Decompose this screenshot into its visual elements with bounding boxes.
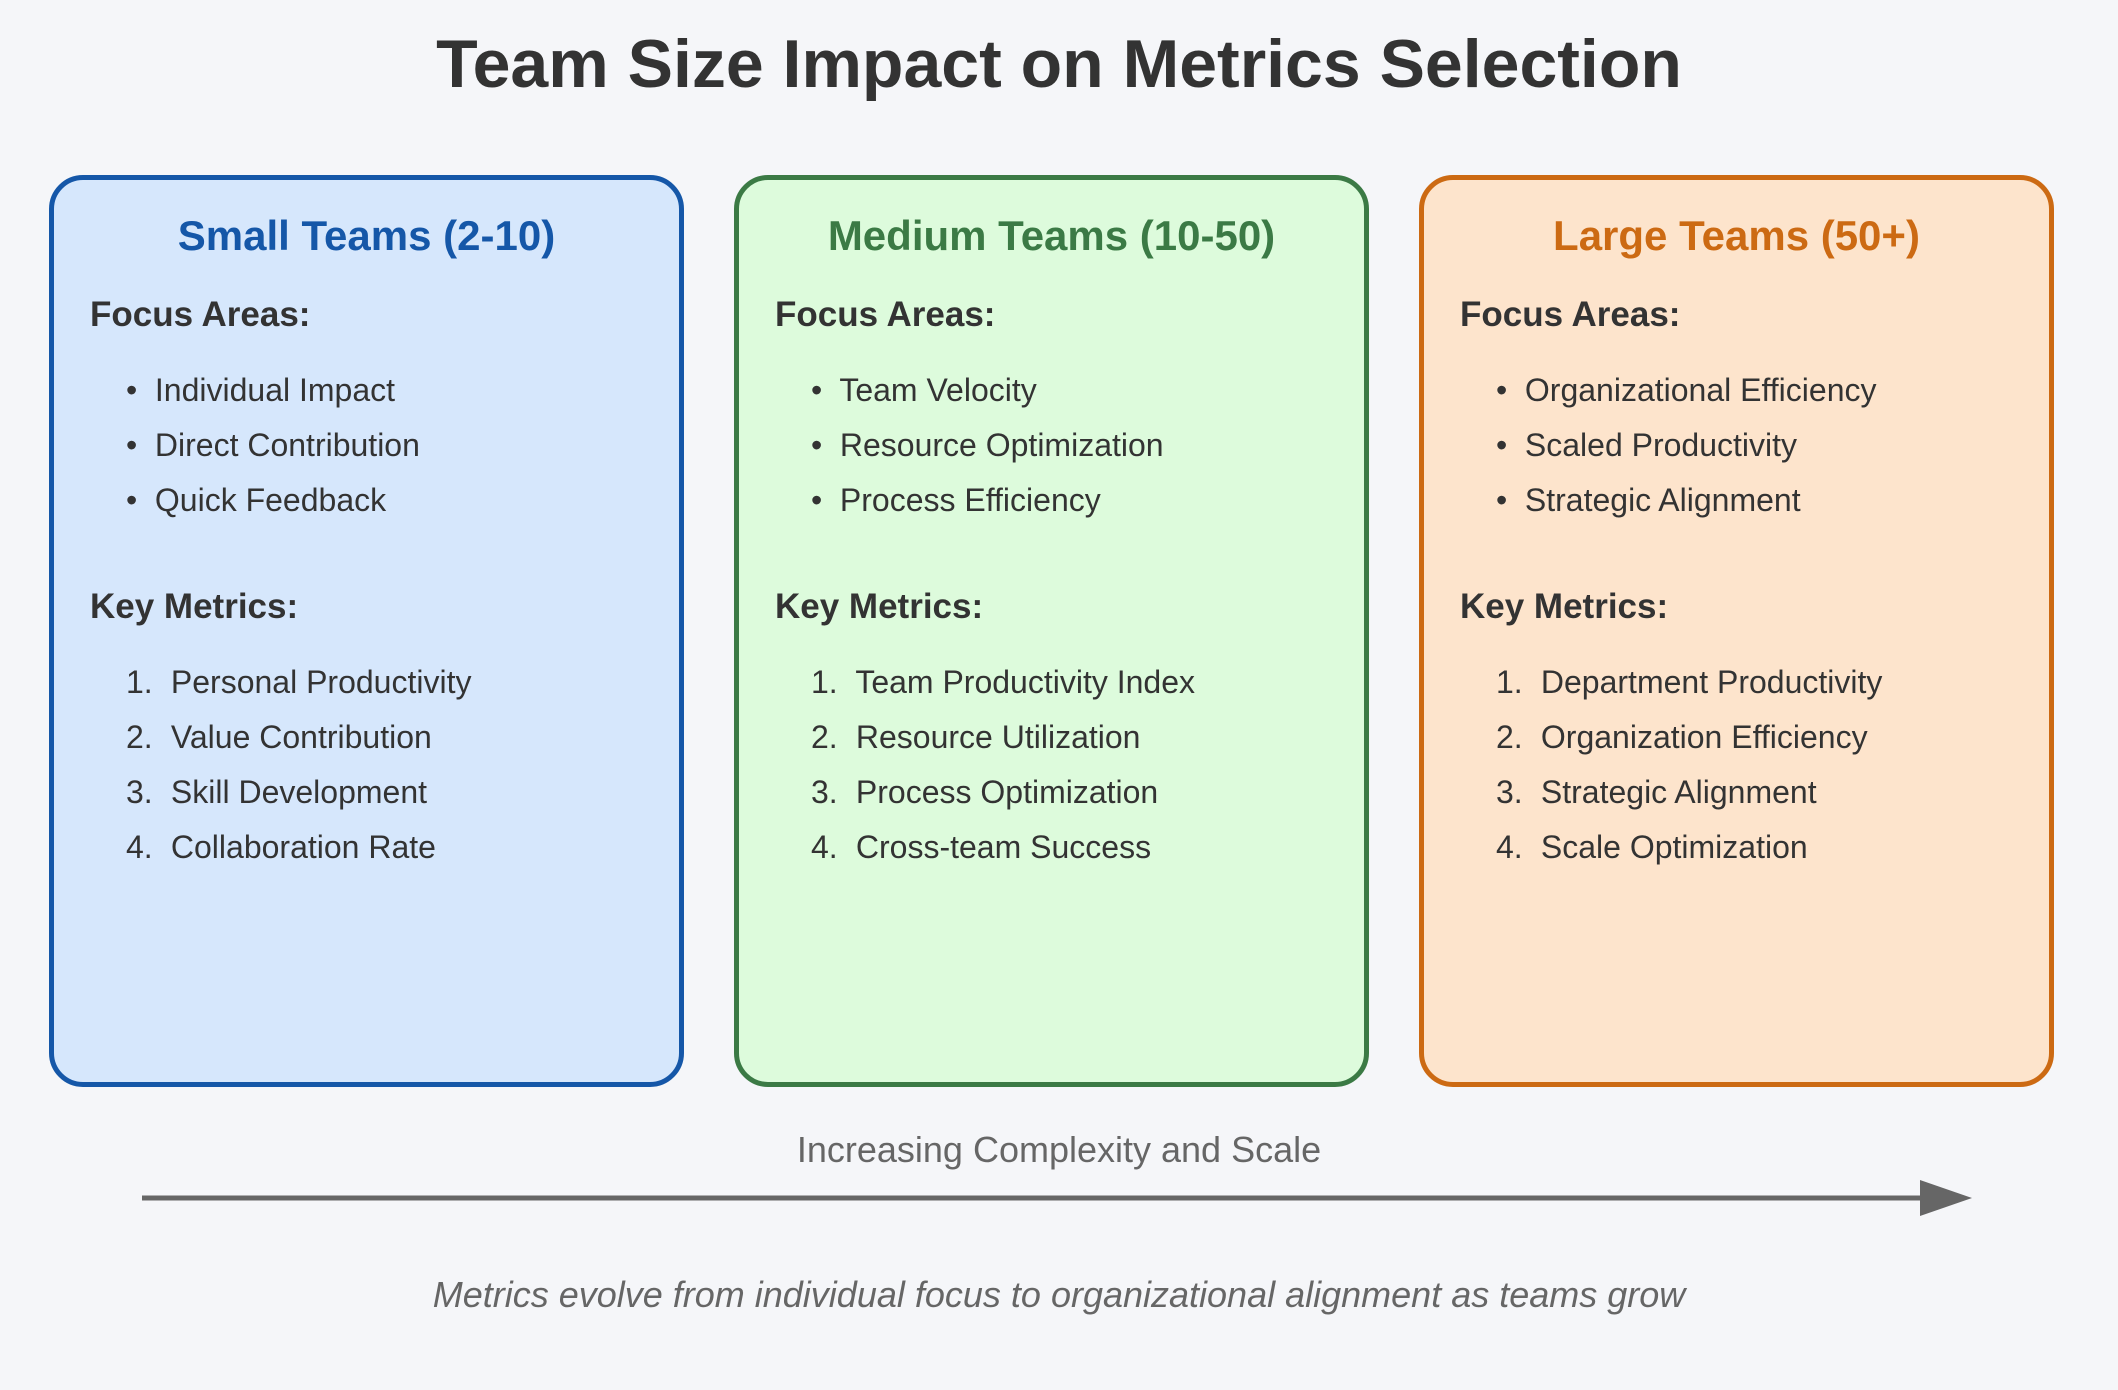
card-title: Small Teams (2-10) [177,212,556,259]
key-metrics-heading: Key Metrics: [90,587,299,626]
list-item: • Scaled Productivity [1496,418,1876,473]
metric-item: Organization Efficiency [1540,719,1868,755]
list-item: 1. Personal Productivity [126,655,471,710]
focus-item: Individual Impact [154,372,396,408]
small-teams-card: Small Teams (2-10) Focus Areas: • Indivi… [49,175,684,1087]
focus-areas-list: • Organizational Efficiency • Scaled Pro… [1496,363,1876,528]
list-item: • Organizational Efficiency [1496,363,1876,418]
number-marker: 1. [126,664,153,700]
arrow-head-icon [1920,1180,1972,1216]
focus-item: Direct Contribution [154,427,420,463]
large-teams-card: Large Teams (50+) Focus Areas: • Organiz… [1419,175,2054,1087]
medium-teams-card: Medium Teams (10-50) Focus Areas: • Team… [734,175,1369,1087]
bullet-marker: • [811,482,823,518]
list-item: • Quick Feedback [126,473,420,528]
list-item: 3. Strategic Alignment [1496,765,1882,820]
focus-areas-heading: Focus Areas: [1460,295,1681,334]
focus-item: Scaled Productivity [1524,427,1798,463]
metric-item: Department Productivity [1540,664,1883,700]
focus-item: Team Velocity [839,372,1037,408]
footnote: Metrics evolve from individual focus to … [432,1274,1686,1315]
bullet-marker: • [126,482,138,518]
bullet-marker: • [1496,482,1508,518]
number-marker: 4. [1496,829,1523,865]
number-marker: 2. [126,719,153,755]
diagram-title: Team Size Impact on Metrics Selection [436,26,1682,102]
list-item: • Strategic Alignment [1496,473,1876,528]
focus-areas-heading: Focus Areas: [775,295,996,334]
number-marker: 3. [126,774,153,810]
focus-item: Process Efficiency [839,482,1101,518]
bullet-marker: • [1496,372,1508,408]
list-item: 4. Cross-team Success [811,820,1195,875]
list-item: • Team Velocity [811,363,1164,418]
bullet-marker: • [1496,427,1508,463]
number-marker: 4. [811,829,838,865]
metric-item: Team Productivity Index [855,664,1196,700]
bullet-marker: • [126,427,138,463]
metric-item: Value Contribution [170,719,432,755]
complexity-arrow [142,1180,1972,1216]
bullet-marker: • [126,372,138,408]
number-marker: 1. [811,664,838,700]
number-marker: 2. [1496,719,1523,755]
key-metrics-heading: Key Metrics: [775,587,984,626]
metric-item: Scale Optimization [1540,829,1808,865]
focus-areas-list: • Individual Impact • Direct Contributio… [126,363,420,528]
focus-item: Resource Optimization [839,427,1164,463]
metric-item: Collaboration Rate [170,829,436,865]
list-item: • Resource Optimization [811,418,1164,473]
list-item: • Direct Contribution [126,418,420,473]
number-marker: 4. [126,829,153,865]
metric-item: Personal Productivity [170,664,472,700]
key-metrics-list: 1. Department Productivity 2. Organizati… [1496,655,1882,875]
list-item: 1. Department Productivity [1496,655,1882,710]
list-item: • Individual Impact [126,363,420,418]
card-title: Large Teams (50+) [1553,212,1920,259]
number-marker: 1. [1496,664,1523,700]
focus-areas-heading: Focus Areas: [90,295,311,334]
focus-areas-list: • Team Velocity • Resource Optimization … [811,363,1164,528]
list-item: • Process Efficiency [811,473,1164,528]
key-metrics-list: 1. Personal Productivity 2. Value Contri… [126,655,471,875]
metric-item: Resource Utilization [855,719,1141,755]
metric-item: Process Optimization [855,774,1159,810]
focus-item: Organizational Efficiency [1524,372,1877,408]
key-metrics-list: 1. Team Productivity Index 2. Resource U… [811,655,1195,875]
list-item: 2. Value Contribution [126,710,471,765]
list-item: 3. Skill Development [126,765,471,820]
metric-item: Strategic Alignment [1540,774,1817,810]
list-item: 3. Process Optimization [811,765,1195,820]
card-title: Medium Teams (10-50) [827,212,1276,259]
list-item: 1. Team Productivity Index [811,655,1195,710]
bullet-marker: • [811,372,823,408]
number-marker: 3. [811,774,838,810]
number-marker: 2. [811,719,838,755]
list-item: 4. Scale Optimization [1496,820,1882,875]
focus-item: Quick Feedback [154,482,387,518]
key-metrics-heading: Key Metrics: [1460,587,1669,626]
list-item: 2. Resource Utilization [811,710,1195,765]
number-marker: 3. [1496,774,1523,810]
metric-item: Skill Development [170,774,427,810]
complexity-axis-label: Increasing Complexity and Scale [796,1129,1322,1170]
list-item: 2. Organization Efficiency [1496,710,1882,765]
focus-item: Strategic Alignment [1524,482,1801,518]
list-item: 4. Collaboration Rate [126,820,471,875]
metric-item: Cross-team Success [855,829,1152,865]
bullet-marker: • [811,427,823,463]
